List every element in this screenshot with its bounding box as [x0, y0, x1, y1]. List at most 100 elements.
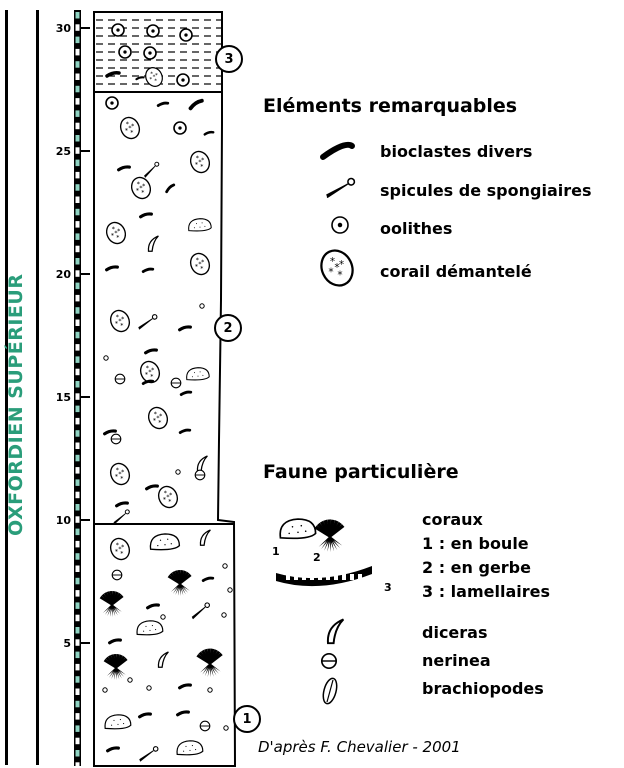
oolith-icon — [112, 24, 124, 36]
scale-segment — [76, 110, 80, 117]
bioclast-icon — [178, 712, 189, 715]
bioclast-icon — [148, 605, 159, 608]
pebble — [224, 726, 228, 730]
unit-circle-2: 2 — [214, 314, 242, 342]
bed-symbols: ****************************************… — [100, 24, 233, 761]
scale-segment — [76, 664, 80, 671]
scale-segment — [76, 61, 80, 67]
svg-text:*: * — [195, 162, 198, 169]
bioclast-icon — [140, 714, 151, 717]
pebble — [147, 686, 151, 690]
coral-fragment-icon: ***** — [103, 219, 128, 246]
scale-segment — [76, 689, 80, 696]
svg-text:*: * — [118, 318, 121, 325]
scale-segment — [76, 356, 80, 363]
coral-fragment-icon: ***** — [107, 535, 132, 562]
coral-fragment-icon: ***** — [128, 174, 153, 201]
scale-segment — [76, 516, 80, 523]
oolith-icon — [147, 25, 159, 37]
coral-fragment-icon: ***** — [107, 307, 132, 334]
coral-fragment-icon: ***** — [145, 404, 170, 431]
sponge-spicule-icon — [136, 314, 159, 329]
scale-segment — [76, 639, 80, 646]
bioclast-icon — [205, 132, 213, 134]
svg-text:*: * — [115, 321, 118, 328]
svg-text:*: * — [139, 185, 142, 192]
scale-segment — [76, 504, 80, 511]
bioclast-icon — [147, 486, 158, 489]
unit-number: 1 — [242, 712, 251, 727]
bioclast-icon — [189, 101, 203, 109]
legend-label-ooliths: oolithes — [380, 219, 452, 238]
scale-segment — [76, 406, 80, 413]
oolith-icon — [119, 46, 131, 58]
scale-tick-label: 20 — [56, 268, 72, 281]
scale-segment — [76, 455, 80, 462]
coral-boule-icon — [150, 534, 179, 550]
svg-text:*: * — [118, 546, 121, 553]
svg-text:*: * — [166, 494, 169, 501]
scale-segment — [76, 393, 80, 400]
scale-segment — [76, 566, 80, 573]
scale-segment — [76, 676, 80, 683]
svg-text:*: * — [156, 415, 159, 422]
coral-gerbe-icon — [196, 649, 222, 678]
bioclast-icon — [146, 350, 157, 353]
bioclast-icon — [107, 267, 118, 270]
scale-tick-label: 5 — [63, 637, 71, 650]
svg-text:*: * — [114, 230, 117, 237]
scale-tick-label: 30 — [56, 22, 72, 35]
scale-segment — [76, 295, 80, 302]
bioclast-icon — [180, 327, 191, 330]
scale-segment — [76, 344, 80, 351]
legend-label-nerinea: nerinea — [422, 651, 491, 670]
svg-text:*: * — [195, 264, 198, 271]
bioclast-icon — [105, 431, 116, 434]
coral-boule-icon — [105, 715, 131, 729]
coral-gerbe-icon — [168, 570, 192, 596]
scale-segment — [76, 479, 80, 486]
brachiopod-icon — [321, 677, 339, 705]
svg-text:*: * — [153, 418, 156, 425]
scale-segment — [76, 160, 80, 167]
bioclast-icon — [143, 381, 153, 384]
svg-text:*: * — [148, 369, 151, 376]
bioclast-icon — [323, 145, 352, 157]
svg-text:*: * — [145, 372, 148, 379]
scale-segment — [76, 197, 80, 204]
svg-text:*: * — [198, 159, 201, 166]
unit-circle-3: 3 — [215, 45, 243, 73]
scale-tick-label: 25 — [56, 145, 71, 158]
unit-number: 2 — [223, 321, 232, 336]
nerinea-icon — [112, 570, 122, 580]
coral-fragment-icon: ***** — [117, 114, 142, 141]
nerinea-icon — [200, 721, 210, 731]
coral-lamellaire-icon — [276, 566, 372, 586]
nerinea-icon — [171, 378, 181, 388]
scale-bar — [74, 10, 81, 768]
legend-icons: *****123 — [272, 145, 392, 705]
scale-segment — [76, 74, 80, 81]
scale-segment — [76, 24, 80, 31]
bioclast-icon — [181, 392, 191, 395]
scale-segment — [76, 529, 80, 536]
coral-gerbe-icon — [315, 519, 345, 552]
scale-segment — [76, 615, 80, 622]
pebble — [223, 564, 227, 568]
legend-label-corals: coraux — [422, 510, 483, 529]
diceras-icon — [158, 652, 168, 667]
svg-text:*: * — [128, 125, 131, 132]
bioclast-icon — [180, 685, 191, 688]
diceras-icon — [148, 236, 158, 251]
legend-label-coral-lamellaire: 3 : lamellaires — [422, 582, 550, 601]
scale-tick-label: 10 — [56, 514, 72, 527]
scale-segment — [76, 270, 80, 277]
coral-fragment-icon: ***** — [187, 148, 212, 175]
coral-boule-icon — [177, 741, 203, 755]
svg-text:*: * — [118, 471, 121, 478]
scale-segment — [76, 602, 80, 609]
scale-segment — [76, 467, 80, 474]
nerinea-icon — [111, 434, 121, 444]
